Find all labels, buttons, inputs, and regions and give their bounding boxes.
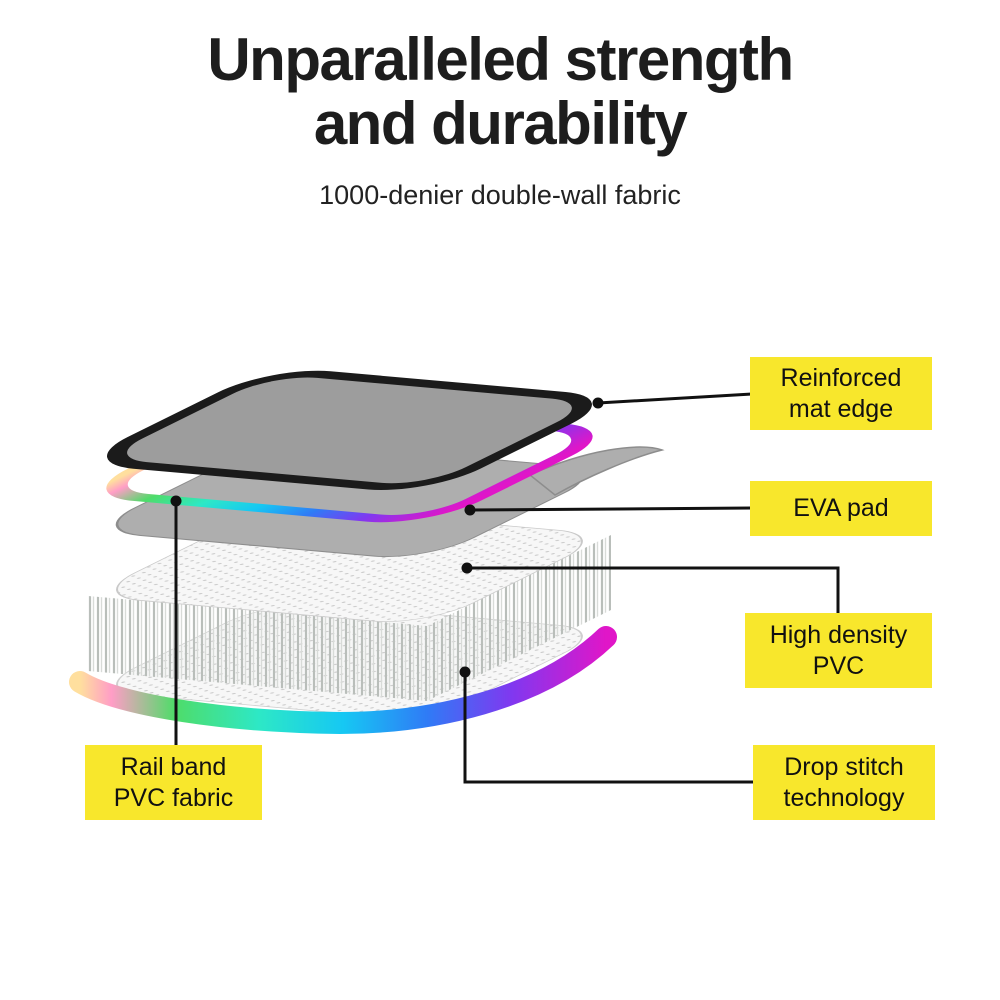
- connector-drop-stitch: [463, 672, 755, 784]
- callout-drop-stitch-technology: Drop stitch technology: [753, 745, 935, 820]
- callout-high-density-pvc: High density PVC: [745, 613, 932, 688]
- connector-high-density-pvc: [467, 566, 840, 615]
- mat-top-surface: [117, 374, 582, 487]
- page-subtitle: 1000-denier double-wall fabric: [319, 180, 681, 210]
- connector-eva-pad: [469, 506, 753, 512]
- dot-eva-pad: [464, 504, 476, 516]
- connector-reinforced-mat-edge: [597, 392, 753, 405]
- dot-reinforced-mat-edge: [592, 397, 604, 409]
- page-title: Unparalleled strength and durability: [207, 26, 794, 157]
- reinforced-mat-edge-layer: [106, 370, 592, 490]
- callout-eva-pad: EVA pad: [750, 481, 932, 536]
- dot-rail-band: [170, 495, 182, 507]
- eva-pad-curl: [528, 446, 665, 496]
- callout-reinforced-mat-edge: Reinforced mat edge: [750, 357, 932, 430]
- drop-stitch-bristles: [88, 535, 611, 701]
- callout-rail-band-pvc-fabric: Rail band PVC fabric: [85, 745, 262, 820]
- dot-high-density-pvc: [461, 562, 473, 574]
- bottom-rail-band: [69, 626, 617, 735]
- dot-drop-stitch: [459, 666, 471, 678]
